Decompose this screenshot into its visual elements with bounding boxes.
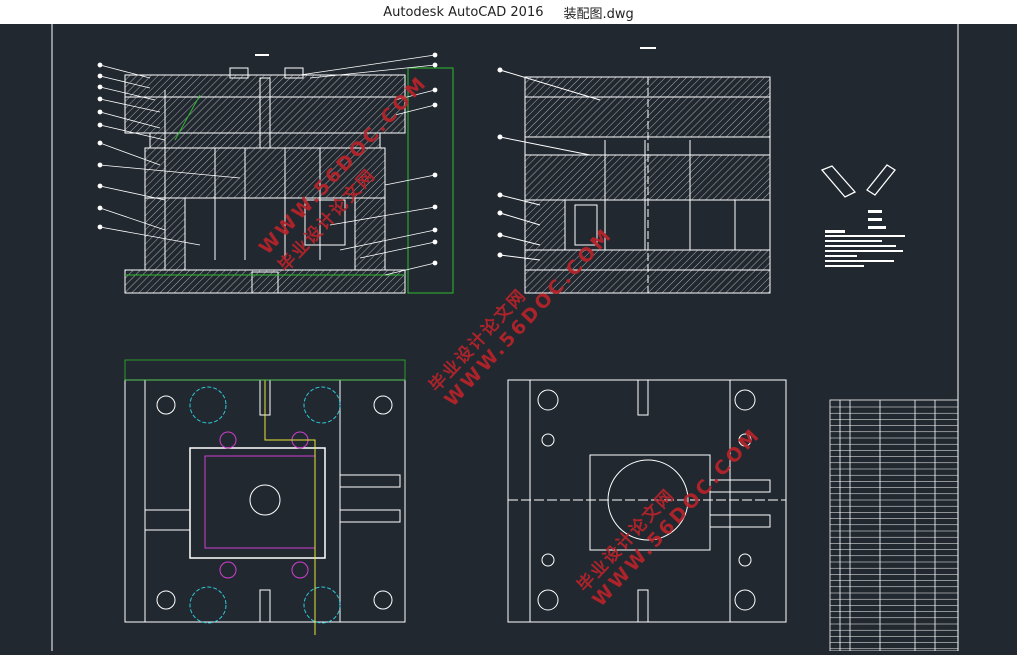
title-bar: Autodesk AutoCAD 2016 装配图.dwg	[0, 0, 1017, 24]
file-name: 装配图.dwg	[563, 6, 634, 22]
plan-view-left	[124, 359, 406, 635]
technical-notes	[825, 210, 905, 267]
parts-list-table	[829, 399, 959, 652]
part-isometric	[820, 164, 896, 198]
section-title-b	[640, 47, 656, 49]
app-name: Autodesk AutoCAD 2016	[383, 4, 544, 20]
section-title-a	[255, 54, 269, 56]
section-view-right	[497, 67, 771, 294]
cad-drawing	[51, 24, 959, 652]
parts-list-rows	[830, 406, 958, 650]
leader-lines-left	[97, 52, 438, 276]
plan-view-right	[507, 379, 787, 623]
